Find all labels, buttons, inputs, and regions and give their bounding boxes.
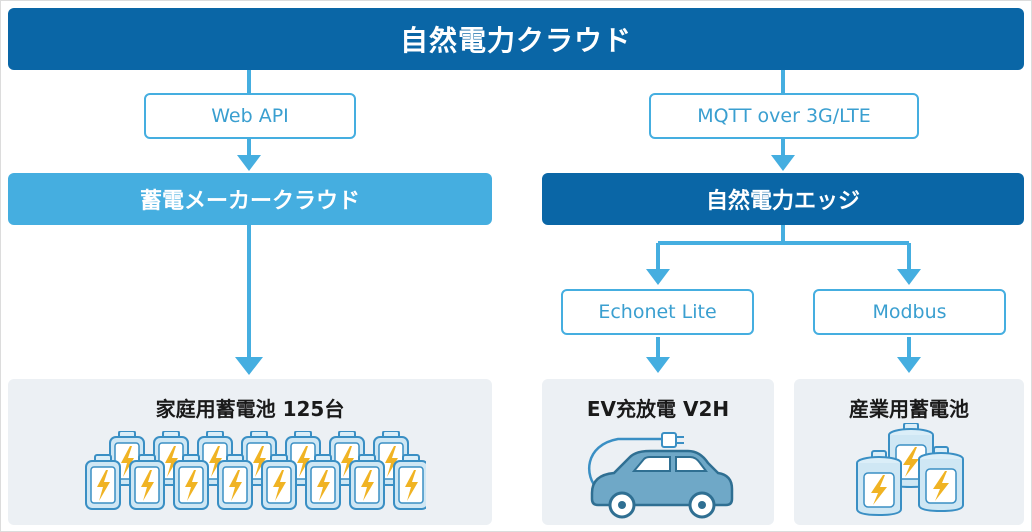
household-battery-title: 家庭用蓄電池 125台	[155, 397, 345, 421]
household-battery-panel: 家庭用蓄電池 125台	[8, 379, 492, 525]
arrow-head	[646, 269, 670, 285]
arrow-head	[771, 155, 795, 171]
battery-group-icon	[85, 431, 426, 510]
arrow-head	[897, 357, 921, 373]
ev-v2h-title: EV充放電 V2H	[586, 397, 730, 421]
electric-car-icon	[587, 432, 734, 519]
industrial-battery-panel: 産業用蓄電池	[794, 379, 1024, 525]
web-api-label: Web API	[144, 93, 356, 139]
modbus-label: Modbus	[813, 289, 1006, 335]
edge-bar: 自然電力エッジ	[542, 173, 1024, 225]
ev-v2h-panel: EV充放電 V2H	[542, 379, 774, 525]
echonet-lite-label: Echonet Lite	[561, 289, 754, 335]
industrial-battery-title: 産業用蓄電池	[849, 397, 969, 421]
industrial-battery-icon	[856, 423, 964, 516]
maker-cloud-bar: 蓄電メーカークラウド	[8, 173, 492, 225]
arrow-head	[235, 357, 263, 375]
mqtt-label: MQTT over 3G/LTE	[649, 93, 919, 139]
cloud-title-bar: 自然電力クラウド	[8, 8, 1024, 70]
arrow-head	[646, 357, 670, 373]
arrow-head	[237, 155, 261, 171]
arrow-head	[897, 269, 921, 285]
